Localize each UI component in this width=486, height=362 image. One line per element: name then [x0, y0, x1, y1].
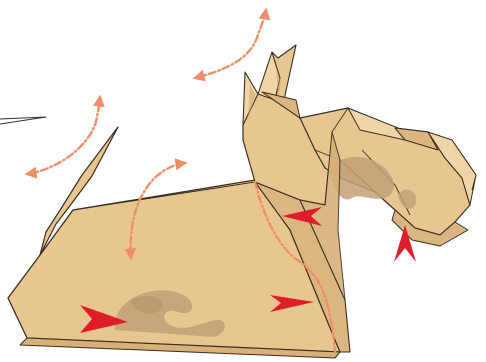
valley-fold-arrow-icon	[27, 97, 100, 174]
valley-fold-arrow-icon	[195, 10, 266, 78]
zoom-callout-line-icon	[0, 117, 46, 124]
